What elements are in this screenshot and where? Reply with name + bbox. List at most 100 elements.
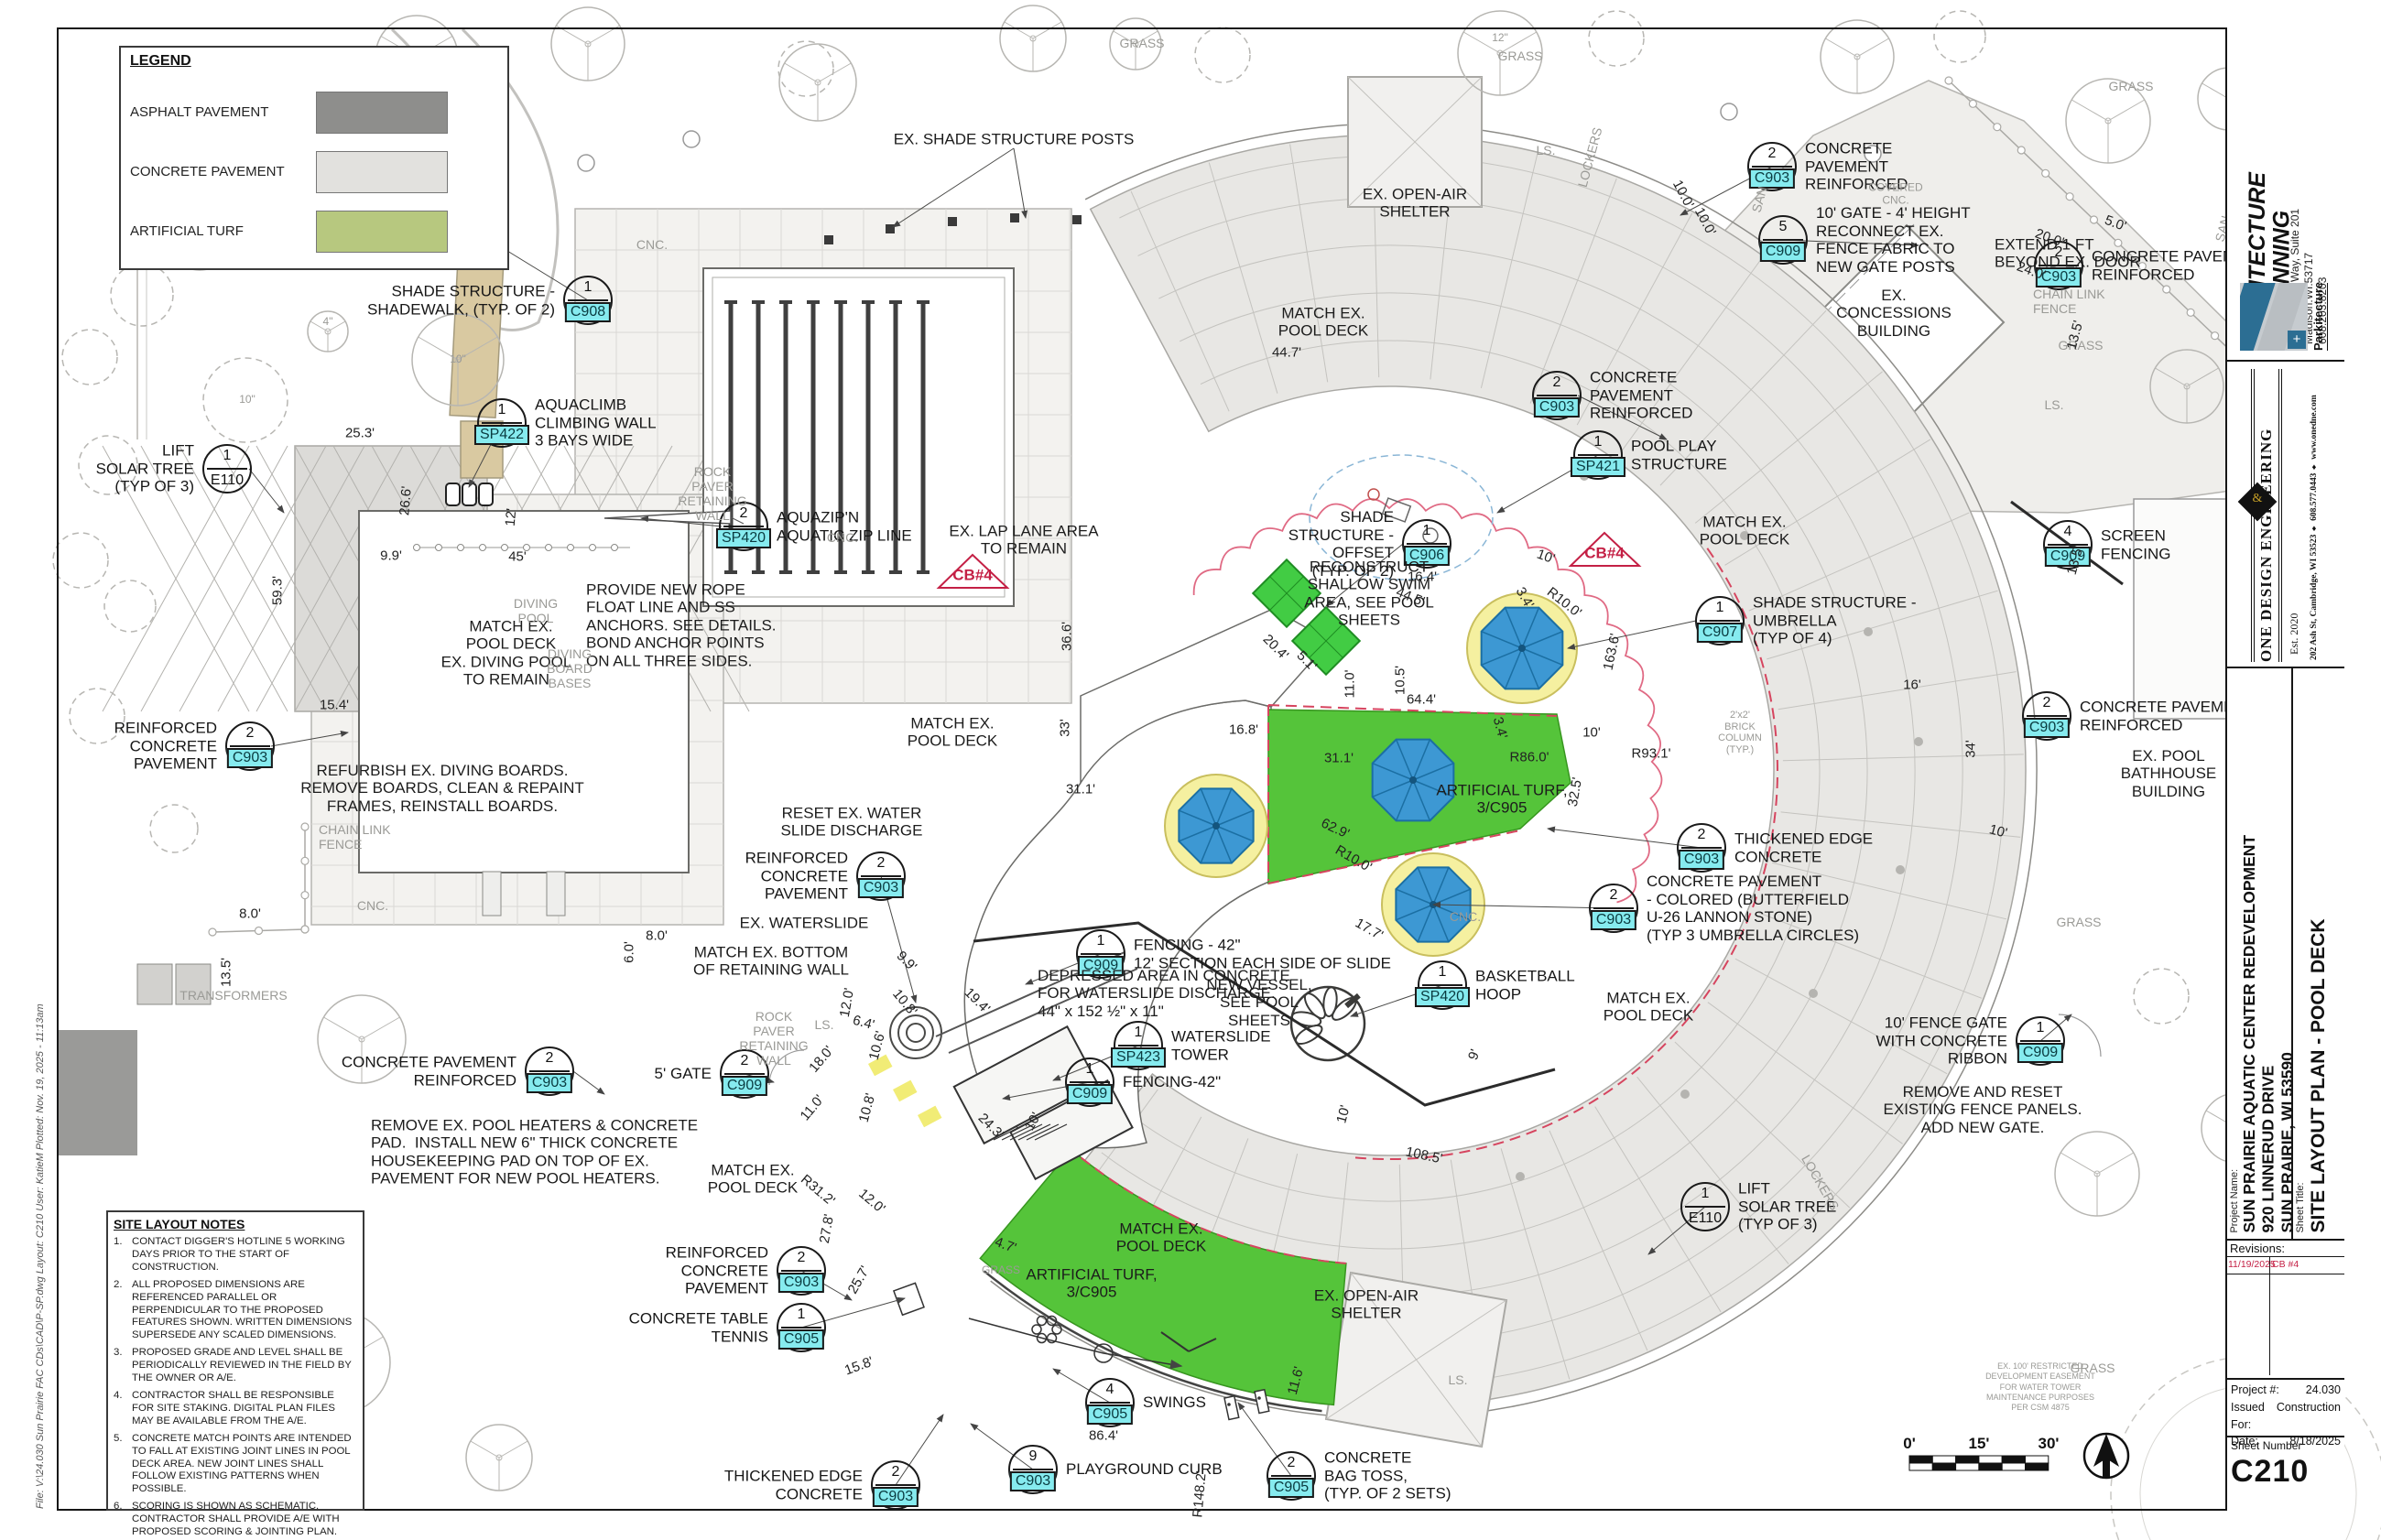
plan-label: EX. LAP LANE AREA TO REMAIN: [949, 522, 1099, 558]
plan-label: LS.: [1536, 143, 1556, 158]
project-name: SUN PRAIRIE AQUATIC CENTER REDEVELOPMENT…: [2240, 835, 2297, 1233]
manhole: [1864, 145, 1882, 163]
sheet-title-label: Sheet Title:: [2295, 1182, 2306, 1233]
site-note: 5.CONCRETE MATCH POINTS ARE INTENDED TO …: [114, 1432, 352, 1495]
plan-label: EX. DIVING POOL TO REMAIN: [440, 653, 572, 689]
issued-for: Construction: [2276, 1400, 2341, 1414]
callout-sheet-ref: C903: [857, 878, 905, 898]
issued-label: Issued For:: [2231, 1400, 2265, 1431]
callout-label: AQUAZIP'N AQUATIC ZIP LINE: [777, 508, 912, 544]
manhole: [1720, 103, 1738, 121]
dimension-text: 59.3': [269, 575, 286, 606]
dimension-text: 44.7': [1271, 344, 1302, 361]
callout-sheet-ref: SP423: [1110, 1047, 1167, 1068]
plan-label: CB#4: [1584, 544, 1625, 562]
callout-sheet-ref: SP421: [1570, 457, 1626, 477]
callout-label: REINFORCED CONCRETE PAVEMENT: [665, 1243, 768, 1297]
plan-label: DIVING POOL: [513, 596, 559, 625]
plot-stamp: File: V:\24.030 Sun Prairie FAC CDs\CAD\…: [35, 1003, 46, 1509]
dimension-text: R86.0': [1509, 749, 1549, 765]
callout-label: FENCING-42": [1123, 1073, 1222, 1091]
playground-curb: [983, 1270, 1322, 1413]
plan-label: EX. OPEN-AIR SHELTER: [1313, 1286, 1419, 1322]
plan-label: REMOVE AND RESET EXISTING FENCE PANELS. …: [1883, 1082, 2082, 1136]
callout-label: REINFORCED CONCRETE PAVEMENT: [745, 849, 848, 903]
legend-title: LEGEND: [130, 53, 191, 69]
sheet-number-label: Sheet Number: [2231, 1439, 2302, 1452]
plan-label: EX. WATERSLIDE: [739, 914, 869, 932]
callout-sheet-ref: C903: [526, 1073, 573, 1093]
callout-sheet-ref: C903: [1748, 168, 1796, 189]
plan-label: MATCH EX. POOL DECK: [1699, 513, 1790, 548]
plan-label: TRANSFORMERS: [179, 988, 288, 1003]
dimension-text: 16.4': [1407, 569, 1438, 585]
plan-label: LS.: [814, 1017, 834, 1033]
plan-label: ARTIFICIAL TURF, 3/C905: [1026, 1265, 1158, 1301]
plan-label: LS.: [1448, 1372, 1468, 1388]
dimension-text: 10.5': [1392, 665, 1408, 696]
firm2-address: 202 Ash St, Cambridge, WI 53523 ♦ 608.57…: [2310, 395, 2319, 660]
firm-parkitecture-block: PARKITECTURE + PLANNING 901 Deming Way, …: [2227, 27, 2344, 362]
bush-icon: [149, 804, 199, 853]
waterslide-spiral: [889, 1006, 942, 1059]
plan-label: CNC.: [826, 530, 859, 546]
callout-sheet-ref: C908: [564, 302, 612, 322]
plan-label: GRASS: [2108, 79, 2154, 94]
plan-label: MATCH EX. POOL DECK: [1115, 1220, 1207, 1255]
plan-label: RESET EX. WATER SLIDE DISCHARGE: [780, 804, 923, 840]
legend-item-label: CONCRETE PAVEMENT: [130, 164, 285, 179]
dimension-text: 13.5': [218, 957, 234, 988]
north-arrow-icon: [2082, 1432, 2130, 1480]
plan-label: MATCH EX. BOTTOM OF RETAINING WALL: [692, 943, 850, 979]
plan-label: LS.: [2044, 397, 2064, 413]
plan-label: CNC.: [1449, 909, 1482, 925]
aquaclimb-bay: [478, 483, 494, 506]
sheet-date: 8/18/2025: [2289, 1435, 2341, 1448]
waterslide-tower: [952, 1025, 1099, 1145]
plan-label: 10": [239, 393, 255, 407]
plan-label: EX. SHADE STRUCTURE POSTS: [893, 130, 1135, 148]
bag-toss-board: [1254, 1388, 1270, 1415]
callout-label: CONCRETE PAVEMENT REINFORCED: [1590, 368, 1693, 422]
bush-icon: [777, 40, 834, 97]
plan-label: ARTIFICIAL TURF, 3/C905: [1436, 781, 1568, 817]
plan-label: MATCH EX. POOL DECK: [1603, 989, 1694, 1025]
dimension-text: R93.1': [1631, 745, 1671, 762]
revisions-label: Revisions:: [2227, 1241, 2344, 1257]
project-meta-block: Project #:24.030 Issued For:Construction…: [2227, 1380, 2344, 1448]
aquaclimb-bay: [445, 483, 461, 506]
callout-sheet-ref: C903: [777, 1273, 825, 1293]
callout-sheet-ref: C905: [1086, 1404, 1134, 1425]
sheet-title: SITE LAYOUT PLAN - POOL DECK: [2308, 918, 2329, 1233]
title-block: PARKITECTURE + PLANNING 901 Deming Way, …: [2225, 27, 2344, 1511]
project-no-label: Project #:: [2231, 1383, 2279, 1396]
bag-toss-board: [1223, 1394, 1240, 1421]
plan-label: RECONSTRUCT SHALLOW SWIM AREA, SEE POOL …: [1304, 558, 1434, 629]
dimension-text: 25.3': [344, 425, 375, 441]
callout-label: CONCRETE PAVEMENT REINFORCED: [1805, 139, 1908, 193]
shallow-swim-area: [1080, 608, 1332, 786]
site-note: 1.CONTACT DIGGER'S HOTLINE 5 WORKING DAY…: [114, 1236, 345, 1273]
site-note: 3.PROPOSED GRADE AND LEVEL SHALL BE PERI…: [114, 1347, 352, 1384]
callout-sheet-ref: E110: [1688, 1210, 1723, 1226]
plan-label: CHAIN LINK FENCE: [2033, 287, 2105, 316]
bush-icon: [1194, 27, 1251, 83]
plan-label: CB#4: [952, 566, 993, 584]
callout-label: CONCRETE PAVEMENT - COLORED (BUTTERFIELD…: [1647, 872, 1860, 944]
waterslide-spiral: [906, 1023, 926, 1043]
lap-pool: [702, 267, 1015, 607]
dimension-text: 64.4': [1406, 691, 1437, 708]
callout-sheet-ref: C905: [1267, 1478, 1315, 1498]
plan-label: MATCH EX. POOL DECK: [465, 617, 557, 653]
dimension-text: 33': [1057, 719, 1073, 737]
svg-text:30': 30': [2039, 1435, 2060, 1452]
callout-label: LIFT SOLAR TREE (TYP OF 3): [95, 441, 194, 495]
callout-sheet-ref: C905: [777, 1329, 825, 1350]
callout-sheet-ref: SP420: [1414, 987, 1471, 1007]
plan-label: EX. CONCESSIONS BUILDING: [1836, 286, 1952, 340]
shade-post: [824, 235, 833, 244]
legend-item: ARTIFICIAL TURF: [121, 211, 507, 253]
plan-label: DEPRESSED AREA IN CONCRETE FOR WATERSLID…: [1038, 966, 1290, 1020]
callout-sheet-ref: E110: [210, 472, 245, 488]
